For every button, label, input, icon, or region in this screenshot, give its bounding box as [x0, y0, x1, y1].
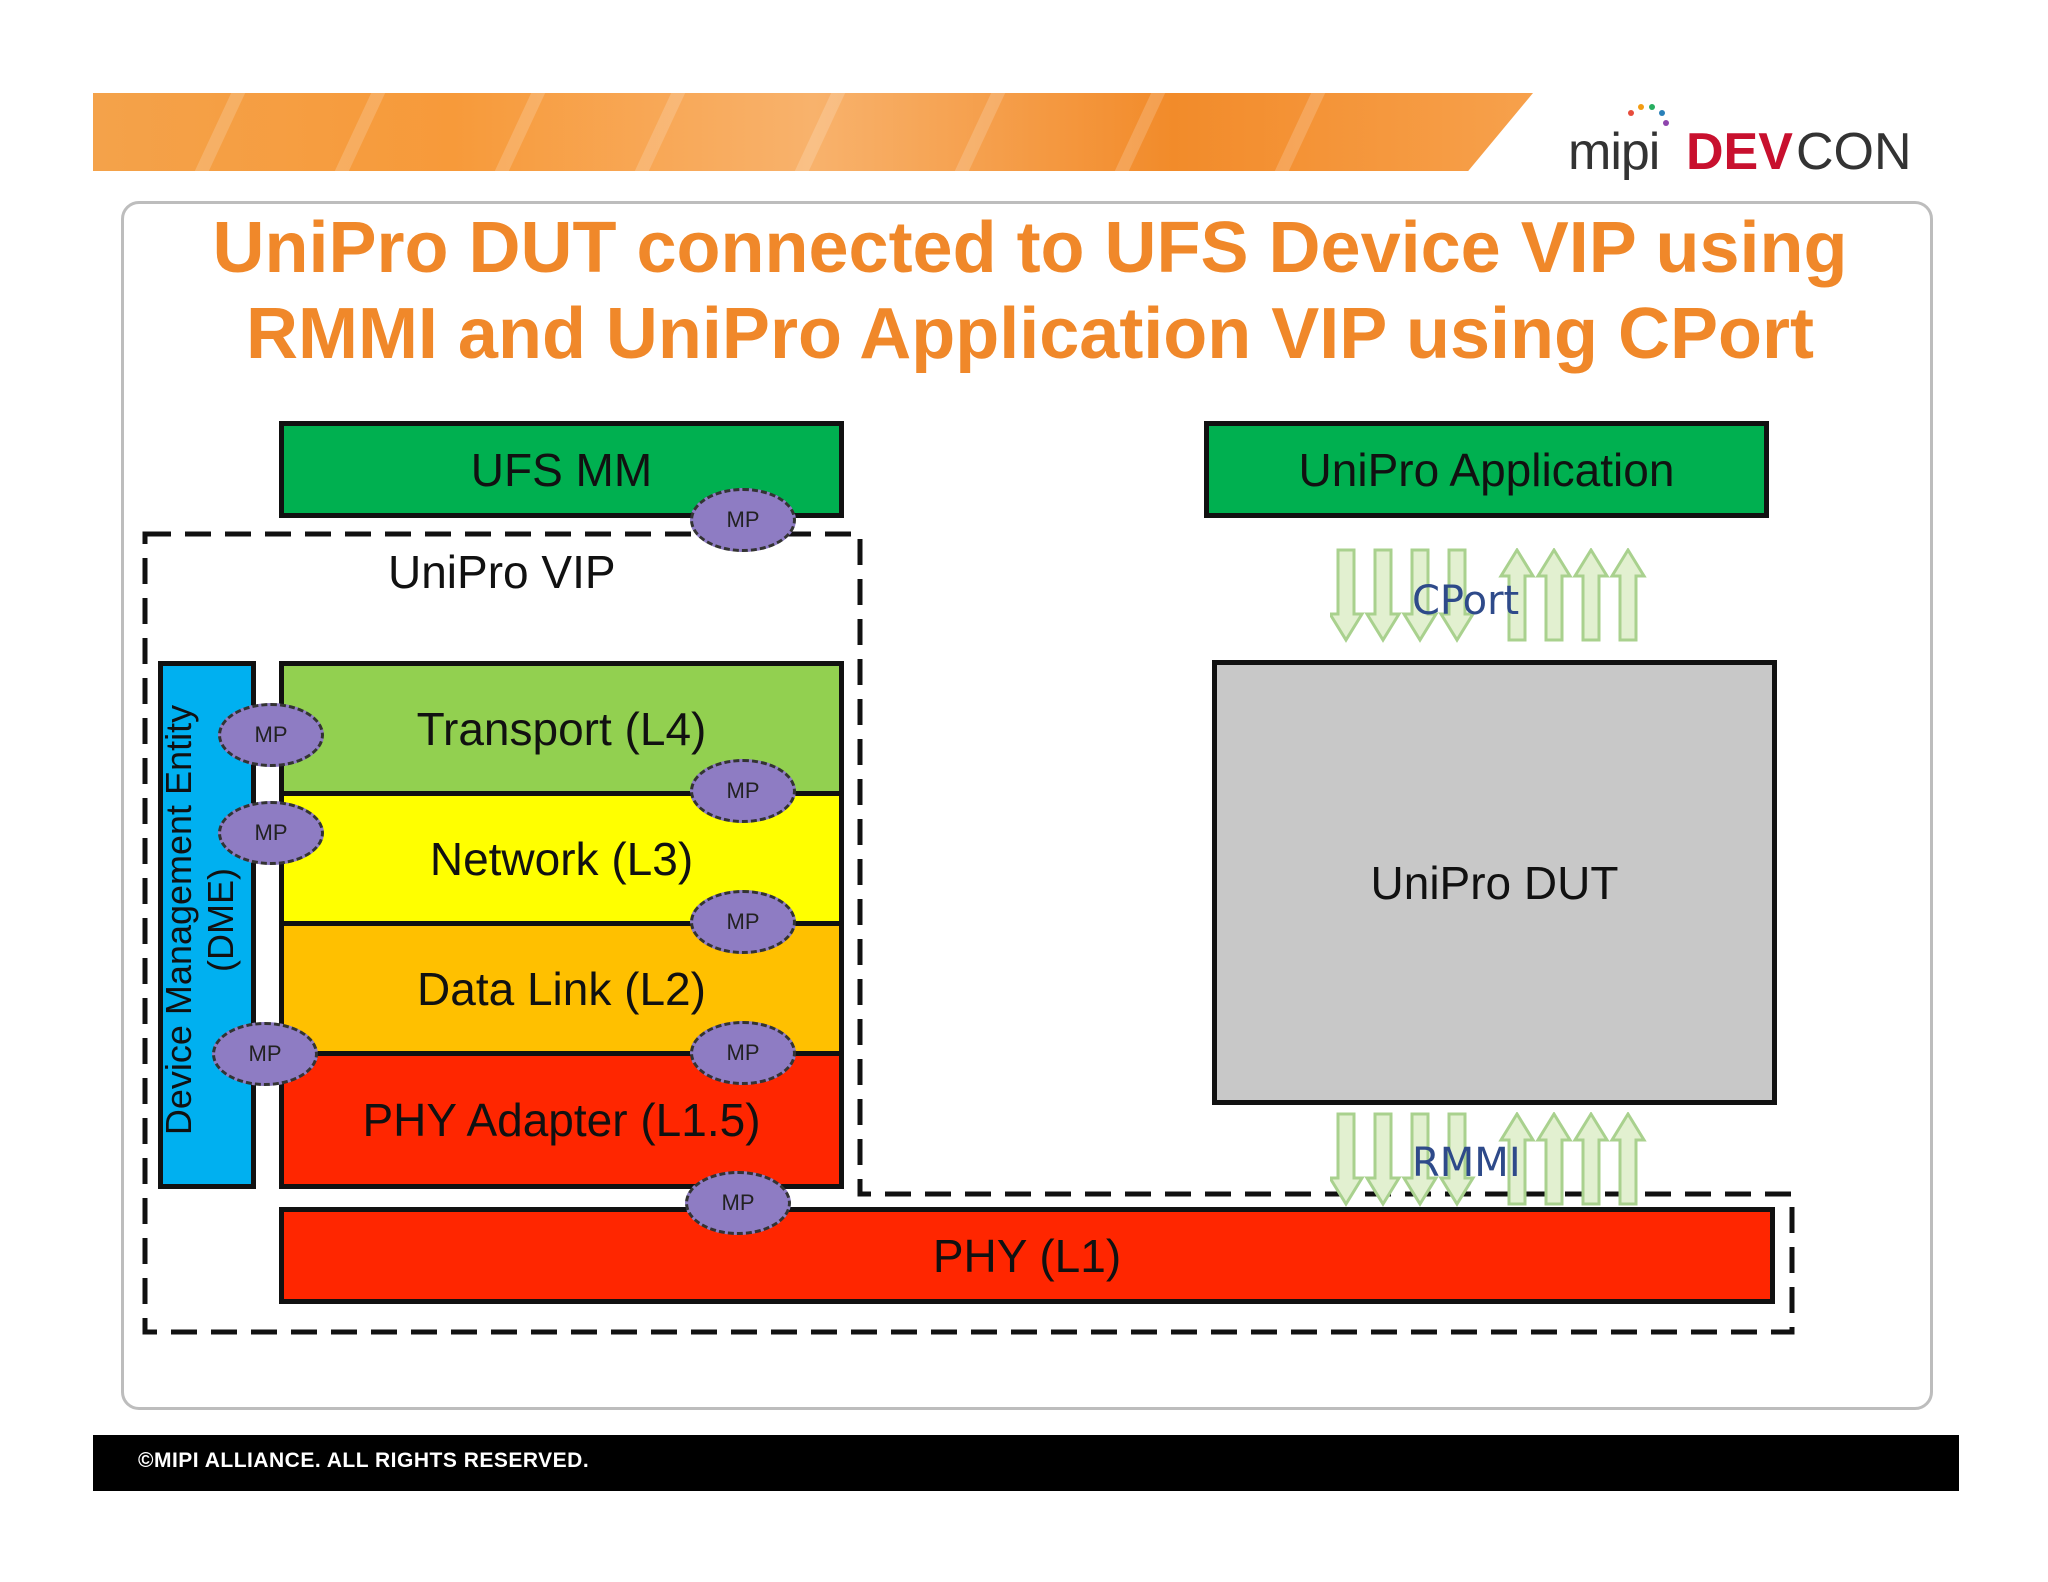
- cport-label: CPort: [1412, 578, 1520, 624]
- mp-dme-network: MP: [218, 801, 324, 865]
- mp-network-datalink: MP: [690, 890, 796, 954]
- unipro-vip-label: UniPro VIP: [388, 546, 616, 598]
- dme-label-line-1: Device Management Entity: [158, 704, 199, 1136]
- mp-phy-adapter-phy: MP: [685, 1171, 791, 1235]
- mp-dme-phy-adapter: MP: [212, 1022, 318, 1086]
- logo-mipi: mipi: [1568, 123, 1660, 181]
- mp-ufs-mm: MP: [690, 488, 796, 552]
- header-banner: [93, 93, 1533, 171]
- unipro-application-label: UniPro Application: [1298, 443, 1675, 496]
- ufs-mm-label: UFS MM: [470, 443, 653, 496]
- data-link-layer-label: Data Link (L2): [417, 962, 706, 1015]
- rmmi-arrows: [1330, 1112, 1647, 1207]
- network-layer-label: Network (L3): [429, 832, 694, 885]
- copyright-text: ©MIPI ALLIANCE. ALL RIGHTS RESERVED.: [138, 1449, 590, 1472]
- rmmi-label: RMMI: [1412, 1140, 1521, 1186]
- unipro-dut-label: UniPro DUT: [1370, 856, 1619, 909]
- logo-dev: DEV: [1686, 123, 1793, 181]
- title-line-1: UniPro DUT connected to UFS Device VIP u…: [212, 208, 1848, 288]
- phy-layer-box: PHY (L1): [279, 1207, 1775, 1304]
- unipro-dut-box: UniPro DUT: [1212, 660, 1777, 1105]
- logo-con: CON: [1796, 123, 1912, 181]
- slide-title: UniPro DUT connected to UFS Device VIP u…: [150, 205, 1910, 377]
- footer-bar: [93, 1435, 1959, 1491]
- cport-arrows: [1330, 548, 1647, 643]
- mp-dme-transport: MP: [218, 703, 324, 767]
- mipi-devcon-logo: mipi DEV CON: [1568, 104, 1912, 184]
- phy-adapter-layer-label: PHY Adapter (L1.5): [362, 1094, 761, 1146]
- unipro-application-box: UniPro Application: [1204, 421, 1769, 518]
- transport-layer-label: Transport (L4): [416, 702, 707, 755]
- phy-layer-label: PHY (L1): [932, 1229, 1122, 1282]
- mp-transport-network: MP: [690, 759, 796, 823]
- title-line-2: RMMI and UniPro Application VIP using CP…: [245, 294, 1815, 374]
- mp-datalink-phy-adapter: MP: [690, 1021, 796, 1085]
